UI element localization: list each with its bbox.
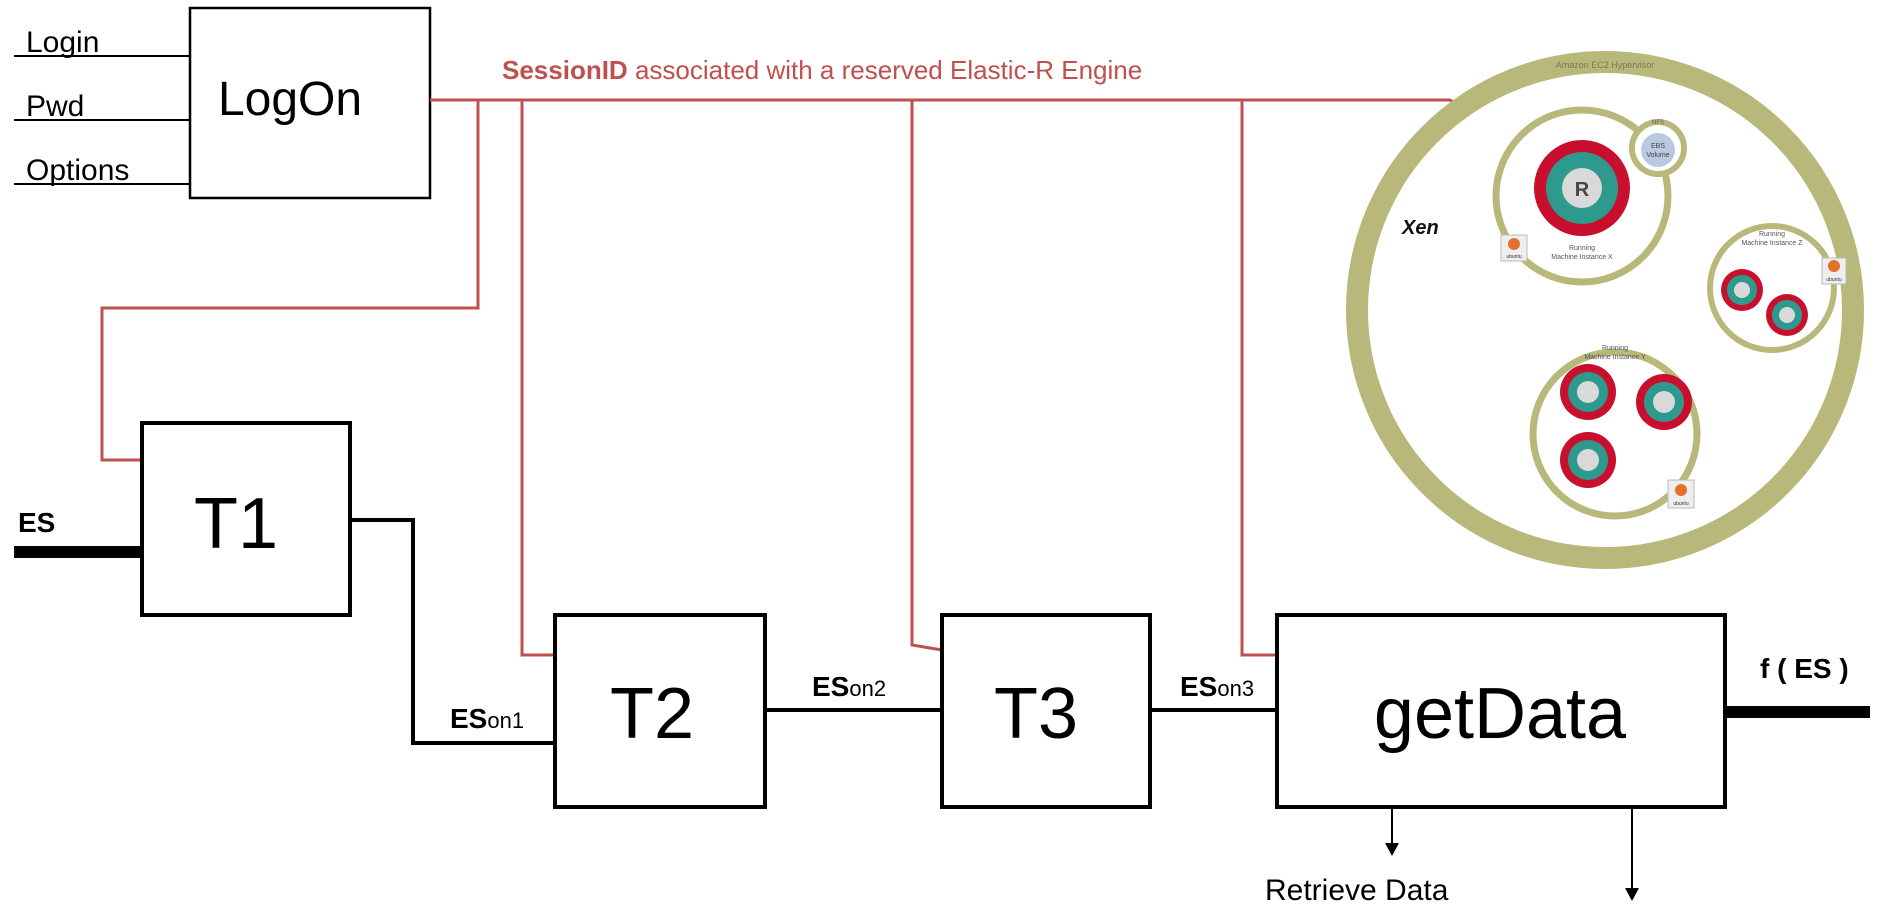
getdata-box: getData xyxy=(1275,613,1727,809)
logon-inputs: Login Pwd Options xyxy=(14,26,190,187)
es-on3-base: ES xyxy=(1180,671,1217,702)
login-label: Login xyxy=(26,26,99,59)
session-caption-bold: SessionID xyxy=(502,55,628,85)
session-to-t1 xyxy=(100,100,480,462)
session-to-getdata xyxy=(1240,100,1277,657)
output-label: f ( ES ) xyxy=(1760,653,1849,684)
session-caption: SessionID associated with a reserved Ela… xyxy=(502,55,1142,85)
nfs-label: NFS xyxy=(1652,120,1664,126)
instance-x: R Running Machine Instance X NFS EBS Vol… xyxy=(1492,106,1687,286)
xen-logo: Xen xyxy=(1401,217,1439,239)
r-logo: R xyxy=(1575,179,1590,201)
ebs-label: EBS xyxy=(1651,143,1665,150)
logon-box: LogOn xyxy=(188,6,432,200)
es-input-label: ES xyxy=(18,507,55,538)
es-on3-label: ESon3 xyxy=(1180,671,1254,702)
hypervisor-label: Amazon EC2 Hypervisor xyxy=(1556,60,1655,70)
hypervisor-ring xyxy=(1346,51,1864,569)
t2-label: T2 xyxy=(610,674,694,754)
es-on3-sub: on3 xyxy=(1217,676,1254,701)
session-lines xyxy=(100,98,1556,657)
instance-x-line2: Machine Instance X xyxy=(1551,254,1613,261)
es-on2-label: ESon2 xyxy=(812,671,886,702)
ubuntu-label-y: ubuntu xyxy=(1673,501,1689,507)
instance-y-line2: Machine Instance Y xyxy=(1584,354,1646,361)
logon-label: LogOn xyxy=(218,73,362,126)
t1-to-t2-line xyxy=(350,518,555,745)
session-bus xyxy=(430,98,1556,160)
retrieve-label: Retrieve Data xyxy=(1265,874,1449,906)
pwd-label: Pwd xyxy=(26,90,84,123)
instance-z-line2: Machine Instance Z xyxy=(1741,240,1803,247)
retrieve-arrowhead-2 xyxy=(1625,888,1639,901)
instance-y-line1: Running xyxy=(1602,345,1628,352)
retrieve-arrowhead-1 xyxy=(1385,843,1399,856)
options-label: Options xyxy=(26,154,129,187)
session-to-t3 xyxy=(910,100,943,652)
t1-label: T1 xyxy=(194,484,278,564)
session-to-t2 xyxy=(520,100,555,657)
ubuntu-label-z: ubuntu xyxy=(1826,277,1842,283)
es-on1-base: ES xyxy=(450,703,487,734)
es-on1-label: ESon1 xyxy=(450,703,524,734)
getdata-label: getData xyxy=(1374,674,1627,754)
instance-x-line1: Running xyxy=(1569,245,1595,252)
ubuntu-label-x: ubuntu xyxy=(1506,254,1522,260)
instance-z-line1: Running xyxy=(1759,231,1785,238)
volume-label: Volume xyxy=(1646,152,1669,159)
t2-box: T2 xyxy=(553,613,767,809)
es-on2-base: ES xyxy=(812,671,849,702)
instance-y: Running Machine Instance Y ubuntu xyxy=(1529,345,1701,520)
session-caption-rest: associated with a reserved Elastic-R Eng… xyxy=(628,55,1142,85)
retrieve-arrows xyxy=(1385,807,1639,901)
instance-z: Running Machine Instance Z ubuntu xyxy=(1707,223,1847,353)
ebs-volume-icon xyxy=(1641,133,1675,167)
t3-label: T3 xyxy=(994,674,1078,754)
es-on2-sub: on2 xyxy=(849,676,886,701)
ec2-hypervisor-illustration: Amazon EC2 Hypervisor Xen R Running Mach… xyxy=(1346,51,1864,569)
es-on1-sub: on1 xyxy=(487,708,524,733)
ubuntu-icon xyxy=(1508,238,1520,250)
t3-box: T3 xyxy=(940,613,1152,809)
t1-box: T1 xyxy=(140,421,352,617)
